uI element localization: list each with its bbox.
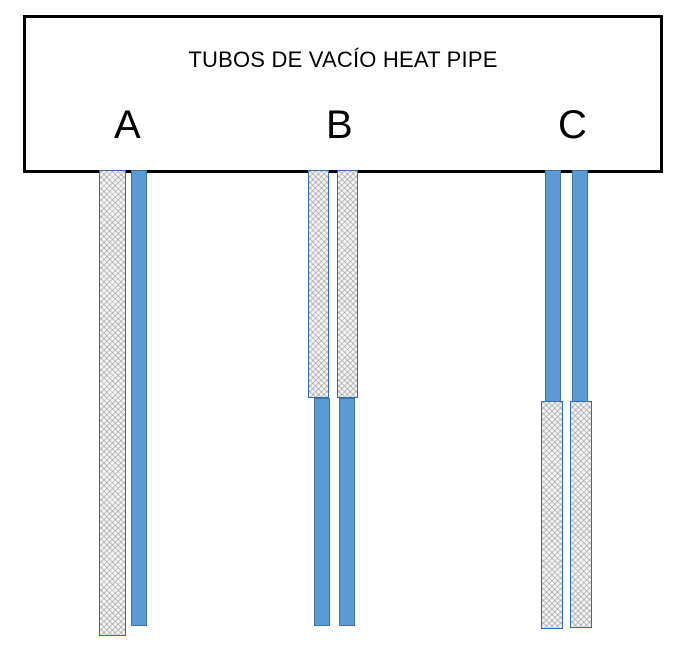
- tube-c2-pipe: [572, 170, 588, 402]
- tube-c1-pipe: [545, 170, 561, 402]
- group-label-b: B: [326, 103, 353, 147]
- group-label-a: A: [114, 103, 141, 147]
- tube-b1-pipe: [314, 398, 330, 626]
- tube-c2-wick: [570, 401, 592, 628]
- header-box: TUBOS DE VACÍO HEAT PIPE A B C: [23, 15, 663, 173]
- tube-a-pipe: [131, 170, 147, 626]
- diagram-title: TUBOS DE VACÍO HEAT PIPE: [188, 47, 498, 72]
- group-label-c: C: [558, 103, 587, 147]
- tube-b2-pipe: [339, 398, 355, 626]
- tube-b1-wick: [308, 170, 329, 398]
- tube-c1-wick: [541, 401, 563, 629]
- tube-b2-wick: [337, 170, 358, 398]
- tube-a-wick: [99, 170, 126, 636]
